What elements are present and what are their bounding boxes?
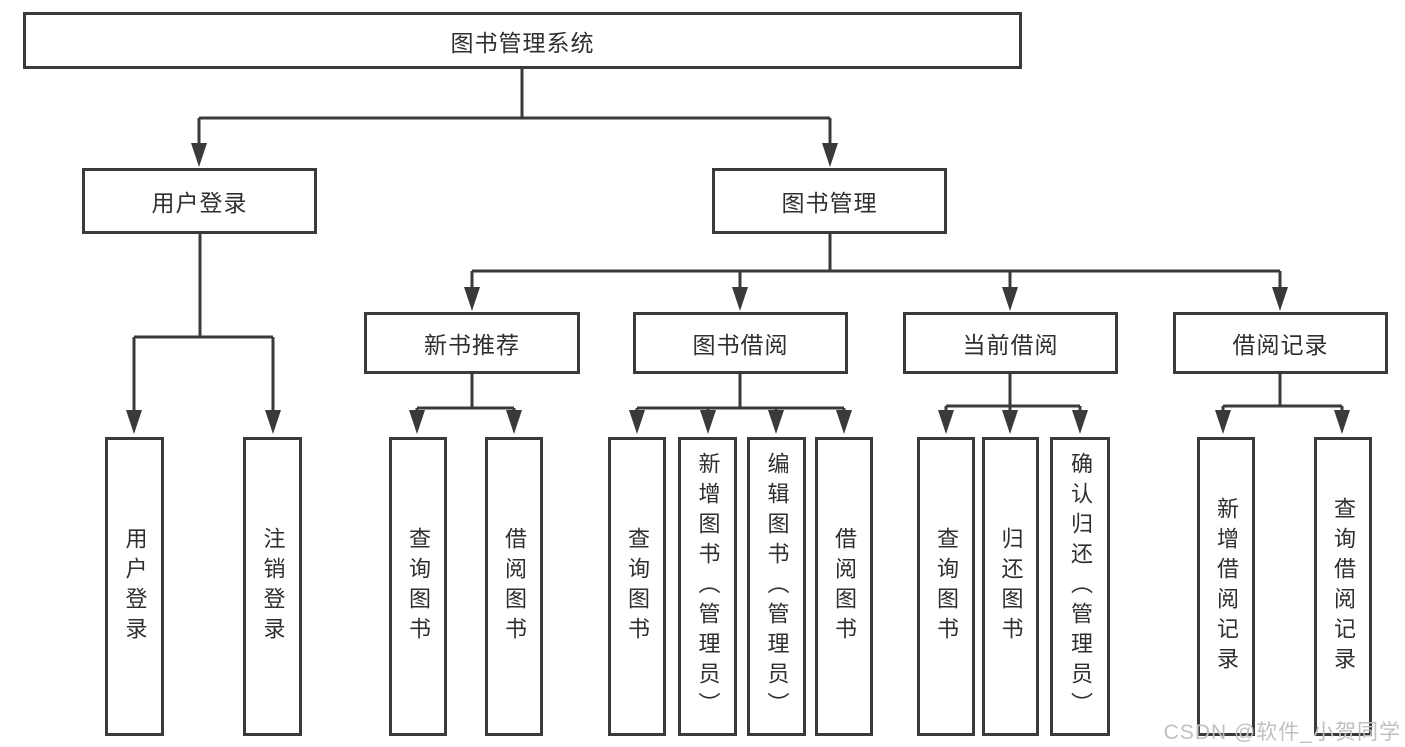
connector-book-management: [464, 234, 1288, 311]
connector-user-login: [126, 234, 281, 434]
leaf-logout: 注销登录: [243, 437, 302, 736]
arrowhead-icon: [126, 410, 142, 434]
arrowhead-icon: [191, 143, 207, 167]
node-label: 图书借阅: [692, 332, 789, 358]
node-label: 查询借阅记录: [1331, 496, 1356, 677]
node-label: 借阅图书: [502, 526, 527, 647]
arrowhead-icon: [836, 410, 852, 434]
leaf-confirm-return-admin: 确认归还（管理员）: [1050, 437, 1110, 736]
node-label: 图书管理: [781, 190, 878, 216]
node-borrow-records: 借阅记录: [1173, 312, 1388, 374]
arrowhead-icon: [1334, 410, 1350, 434]
node-label: 用户登录: [122, 526, 148, 647]
arrowhead-icon: [822, 143, 838, 167]
node-label: 确认归还（管理员）: [1068, 451, 1093, 722]
connector-root: [191, 69, 838, 167]
node-label: 查询图书: [625, 526, 650, 647]
leaf-add-books-admin: 新增图书（管理员）: [678, 437, 737, 736]
node-label: 新增图书（管理员）: [695, 451, 721, 722]
arrowhead-icon: [265, 410, 281, 434]
leaf-user-login: 用户登录: [105, 437, 164, 736]
node-label: 查询图书: [934, 526, 959, 647]
leaf-add-borrow-record: 新增借阅记录: [1197, 437, 1255, 736]
node-label: 新书推荐: [424, 332, 520, 358]
arrowhead-icon: [1002, 410, 1018, 434]
arrowhead-icon: [938, 410, 954, 434]
arrowhead-icon: [768, 410, 784, 434]
connector-borrow-records: [1215, 374, 1350, 434]
node-book-management: 图书管理: [712, 168, 947, 234]
arrowhead-icon: [506, 410, 522, 434]
node-current-borrowing: 当前借阅: [903, 312, 1118, 374]
node-user-login-group: 用户登录: [82, 168, 317, 234]
node-label: 编辑图书（管理员）: [764, 451, 790, 722]
leaf-return-books: 归还图书: [982, 437, 1039, 736]
leaf-borrow-books: 借阅图书: [485, 437, 543, 736]
connector-new-book: [409, 374, 522, 434]
node-new-book-recommend: 新书推荐: [364, 312, 580, 374]
arrowhead-icon: [700, 410, 716, 434]
node-book-borrowing: 图书借阅: [633, 312, 848, 374]
node-label: 查询图书: [406, 526, 431, 647]
arrowhead-icon: [409, 410, 425, 434]
leaf-query-books: 查询图书: [917, 437, 975, 736]
node-library-management-system: 图书管理系统: [23, 12, 1022, 69]
leaf-query-books: 查询图书: [389, 437, 447, 736]
arrowhead-icon: [1272, 287, 1288, 311]
node-label: 当前借阅: [962, 332, 1059, 358]
node-label: 归还图书: [998, 526, 1024, 647]
node-label: 注销登录: [260, 526, 286, 647]
leaf-query-books: 查询图书: [608, 437, 666, 736]
node-label: 图书管理系统: [450, 29, 595, 56]
arrowhead-icon: [629, 410, 645, 434]
csdn-watermark: CSDN @软件_小贺同学: [1163, 721, 1401, 744]
connector-book-borrow: [629, 374, 852, 434]
leaf-query-borrow-record: 查询借阅记录: [1314, 437, 1372, 736]
arrowhead-icon: [1072, 410, 1088, 434]
arrowhead-icon: [1002, 287, 1018, 311]
node-label: 借阅记录: [1232, 332, 1329, 358]
arrowhead-icon: [732, 287, 748, 311]
node-label: 用户登录: [151, 190, 248, 216]
arrowhead-icon: [464, 287, 480, 311]
connector-current-borrow: [938, 374, 1088, 434]
leaf-borrow-books: 借阅图书: [815, 437, 873, 736]
node-label: 借阅图书: [832, 526, 857, 647]
leaf-edit-books-admin: 编辑图书（管理员）: [747, 437, 806, 736]
node-label: 新增借阅记录: [1214, 496, 1239, 677]
arrowhead-icon: [1215, 410, 1231, 434]
